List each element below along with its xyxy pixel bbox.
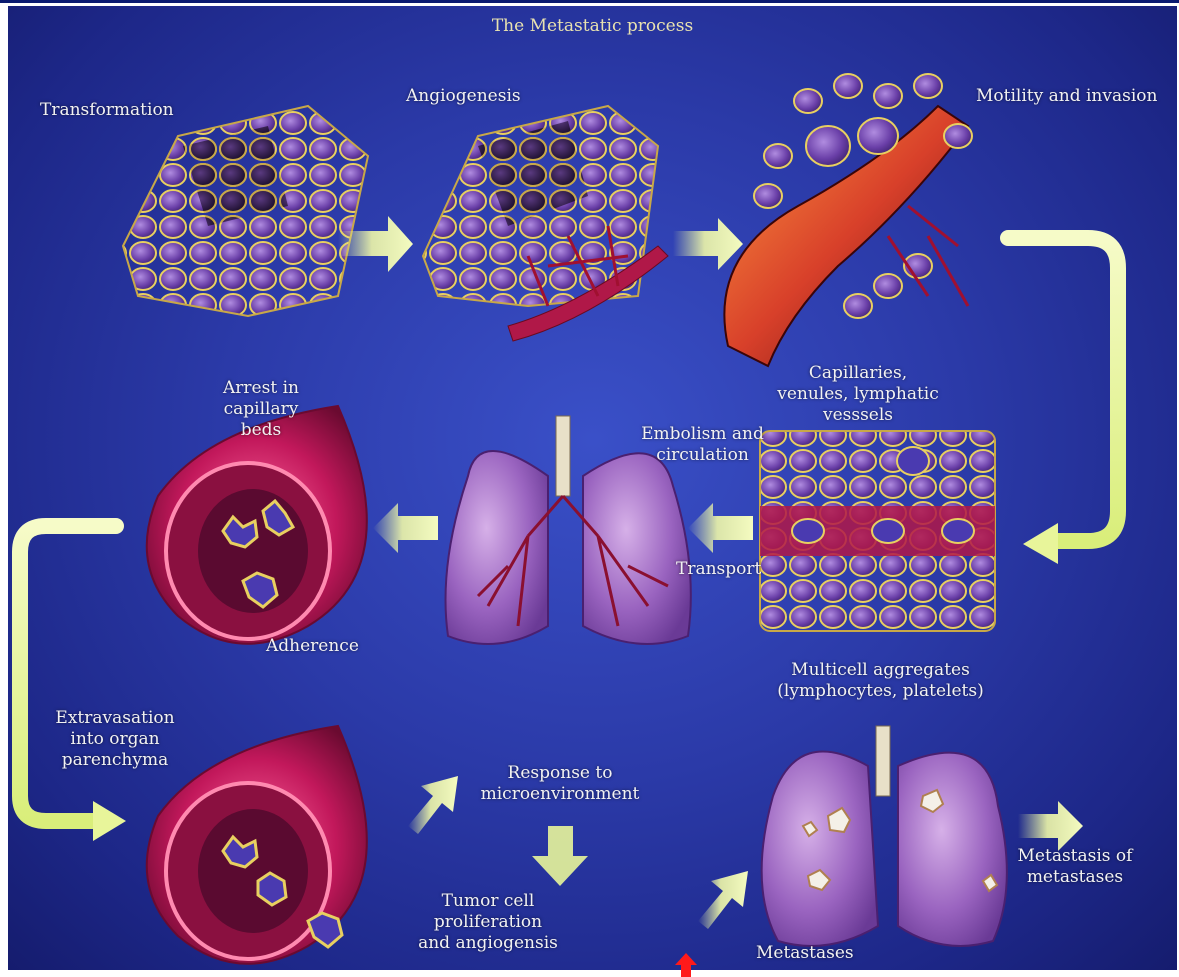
arrow-7 — [698, 871, 748, 929]
metastases-lungs — [762, 726, 1007, 946]
loop-right-connector — [1008, 238, 1118, 541]
label-angiogenesis: Angiogenesis — [406, 86, 521, 107]
arrow-2 — [673, 218, 743, 270]
arrow-5 — [408, 776, 458, 834]
arrow-6 — [532, 826, 588, 886]
loop-left-connector — [20, 526, 116, 821]
label-arrest: Arrest in capillary beds — [206, 378, 316, 441]
label-multicell: Multicell aggregates (lymphocytes, plate… — [763, 660, 998, 702]
loop-right-head — [1023, 523, 1058, 564]
top-border — [0, 0, 1179, 3]
arrow-8 — [1018, 801, 1083, 851]
label-metastasis-of-metastases: Metastasis of metastases — [1010, 846, 1140, 888]
label-metastases: Metastases — [756, 943, 854, 964]
transformation-tissue — [123, 106, 368, 316]
label-tumor-proliferation: Tumor cell proliferation and angiogensis — [413, 891, 563, 954]
capillary-horn-arrest — [147, 406, 367, 644]
loop-left-head — [93, 801, 126, 841]
illustration-layer — [8, 6, 1177, 970]
arrow-4 — [373, 503, 438, 553]
arrow-3 — [688, 503, 753, 553]
motility-vessel — [724, 74, 972, 366]
angiogenesis-tissue — [423, 106, 668, 341]
label-capillaries: Capillaries, venules, lymphatic vesssels — [743, 363, 973, 426]
label-transport: Transport — [676, 559, 761, 580]
label-adherence: Adherence — [266, 636, 359, 657]
label-transformation: Transformation — [40, 100, 174, 121]
diagram-canvas: The Metastatic process — [8, 6, 1177, 970]
label-extravasation: Extravasation into organ parenchyma — [50, 708, 180, 771]
label-response: Response to microenvironment — [470, 763, 650, 805]
label-motility-invasion: Motility and invasion — [976, 86, 1157, 107]
label-embolism: Embolism and circulation — [630, 424, 775, 466]
multicell-aggregate — [760, 431, 995, 631]
